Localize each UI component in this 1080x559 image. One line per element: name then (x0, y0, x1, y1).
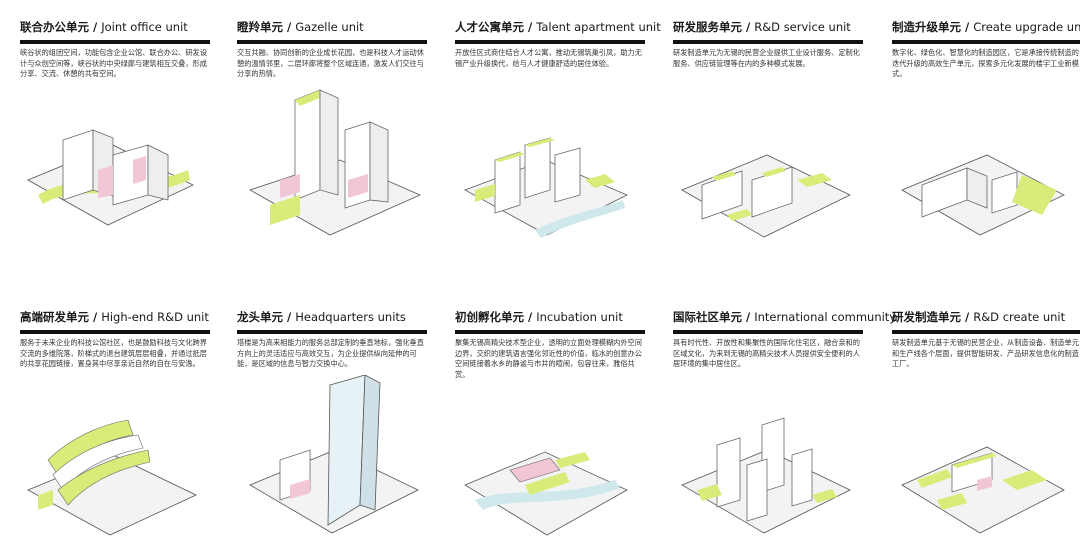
title-rule (892, 40, 1080, 44)
unit-talent-apartment: 人才公寓单元 / Talent apartment unit 开放住区式商住结合… (455, 20, 661, 69)
joint-office-axonometric (27, 129, 194, 226)
unit-title: 瞪羚单元 / Gazelle unit (237, 20, 364, 34)
unit-title-zh: 联合办公单元 (20, 20, 89, 34)
unit-title-zh: 研发制造单元 (892, 310, 961, 324)
unit-title: 龙头单元 / Headquarters units (237, 310, 406, 324)
unit-description: 聚集无锡高精尖技术型企业，透明的立面处理模糊内外空间边界，交织的建筑语言强化邻近… (455, 338, 642, 379)
unit-title-en: Create upgrade unit (973, 20, 1080, 34)
title-rule (237, 330, 427, 334)
unit-title: 高端研发单元 / High-end R&D unit (20, 310, 209, 324)
unit-title-en: Gazelle unit (295, 20, 364, 34)
unit-international-community: 国际社区单元 / International community 具有时代性、开… (673, 310, 897, 370)
unit-rd-service: 研发服务单元 / R&D service unit 研发制造单元为无锡的民营企业… (673, 20, 863, 69)
unit-title-zh: 初创孵化单元 (455, 310, 524, 324)
rd-service-axonometric (681, 154, 851, 238)
unit-title-zh: 瞪羚单元 (237, 20, 283, 34)
headquarters-axonometric (249, 375, 419, 534)
rd-create-axonometric (901, 446, 1065, 534)
unit-title: 国际社区单元 / International community (673, 310, 897, 324)
unit-title-en: R&D service unit (754, 20, 851, 34)
unit-gazelle: 瞪羚单元 / Gazelle unit 交互共融、协同创新的企业成长花园，也是科… (237, 20, 427, 80)
unit-title-en: Talent apartment unit (536, 20, 661, 34)
unit-headquarters: 龙头单元 / Headquarters units 塔楼是为高来相能力的服务总部… (237, 310, 427, 370)
title-rule (20, 330, 210, 334)
unit-title: 研发制造单元 / R&D create unit (892, 310, 1066, 324)
unit-title-zh: 研发服务单元 (673, 20, 742, 34)
unit-create-upgrade: 制造升级单元 / Create upgrade unit 数字化、绿色化、智慧化… (892, 20, 1080, 80)
unit-title-zh: 国际社区单元 (673, 310, 742, 324)
unit-rd-create: 研发制造单元 / R&D create unit 研发制造单元基于无锡的民营企业… (892, 310, 1080, 370)
unit-title-en: Incubation unit (536, 310, 623, 324)
create-upgrade-axonometric (901, 154, 1065, 236)
unit-title-en: Headquarters units (295, 310, 406, 324)
unit-title-zh: 制造升级单元 (892, 20, 961, 34)
talent-apartment-axonometric (464, 137, 628, 238)
unit-title-en: High-end R&D unit (101, 310, 209, 324)
unit-description: 数字化、绿色化、智慧化的制造园区，它是承接传统制造的迭代升级的高效生产单元，探索… (892, 48, 1079, 79)
unit-description: 研发制造单元基于无锡的民营企业，从制造设备、制造单元和生产线各个层面，提供智能研… (892, 338, 1079, 369)
unit-description: 服务于未来企业的科技公馆社区，也是鼓励科技与文化跨界交流的多维院落，阶梯式的退台… (20, 338, 207, 369)
unit-description: 峡谷状的组团空间，功能包含企业公馆、联合办公、研发设计与众创空间等，峡谷状的中央… (20, 48, 207, 79)
unit-description: 交互共融、协同创新的企业成长花园，也是科技人才运动休憩的温情邻里，二层环廊将整个… (237, 48, 424, 79)
title-rule (237, 40, 427, 44)
international-community-axonometric (681, 417, 851, 534)
unit-incubation: 初创孵化单元 / Incubation unit 聚集无锡高精尖技术型企业，透明… (455, 310, 645, 380)
unit-description: 研发制造单元为无锡的民营企业提供工业设计服务、定制化服务、供应链管理等在内的多种… (673, 48, 860, 68)
gazelle-axonometric (249, 89, 421, 236)
title-rule (673, 330, 863, 334)
unit-title: 研发服务单元 / R&D service unit (673, 20, 851, 34)
title-rule (20, 40, 210, 44)
unit-title-zh: 龙头单元 (237, 310, 283, 324)
unit-title-zh: 高端研发单元 (20, 310, 89, 324)
unit-title: 人才公寓单元 / Talent apartment unit (455, 20, 661, 34)
unit-joint-office: 联合办公单元 / Joint office unit 峡谷状的组团空间，功能包含… (20, 20, 210, 80)
unit-title-en: R&D create unit (973, 310, 1066, 324)
title-rule (455, 330, 645, 334)
title-rule (455, 40, 645, 44)
unit-title: 制造升级单元 / Create upgrade unit (892, 20, 1080, 36)
unit-high-end-rd: 高端研发单元 / High-end R&D unit 服务于未来企业的科技公馆社… (20, 310, 210, 370)
unit-title-zh: 人才公寓单元 (455, 20, 524, 34)
title-rule (892, 330, 1080, 334)
unit-description: 具有时代性、开放性和集聚性的国际化住宅区，融合亲和的区域文化，为来到无锡的高精尖… (673, 338, 860, 369)
incubation-axonometric (464, 451, 628, 536)
title-rule (673, 40, 863, 44)
unit-description: 塔楼是为高来相能力的服务总部定制的垂直地标，强化垂直方向上的灵活适应与高效交互，… (237, 338, 424, 369)
unit-title: 联合办公单元 / Joint office unit (20, 20, 188, 34)
unit-title: 初创孵化单元 / Incubation unit (455, 310, 623, 324)
unit-title-en: Joint office unit (101, 20, 188, 34)
high-end-rd-axonometric (27, 419, 197, 536)
unit-description: 开放住区式商住结合人才公寓，推动无锡筑巢引凤，助力无锡产业升级换代，给与人才健康… (455, 48, 642, 68)
unit-title-en: International community (754, 310, 897, 324)
